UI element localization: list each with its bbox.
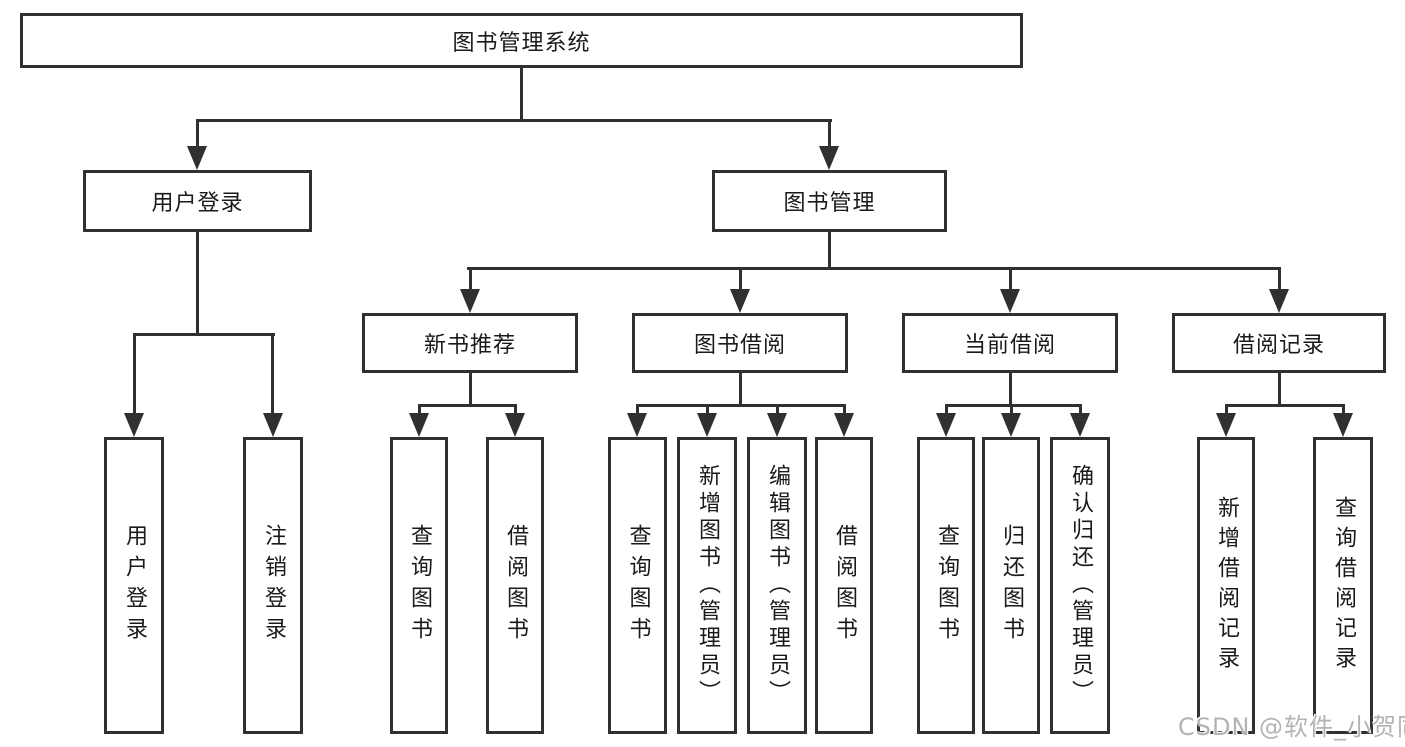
leaf-query-borrow-record: 查询借阅记录 [1313,437,1373,734]
connector-drop-g5-add [1225,404,1228,416]
csdn-watermark: CSDN @软件_小贺同学 [1178,713,1405,741]
connector-drop-g4-confirm [1079,404,1082,416]
leaf-query-books-recommend: 查询图书 [390,437,448,734]
leaf-query-books-current: 查询图书 [917,437,975,734]
arrowhead-g4-query [936,413,956,437]
connector-drop-g3-query [636,404,639,416]
connector-drop-g5-query [1342,404,1345,416]
connector-root-trunk [520,68,523,122]
connector-drop-book-borrow [739,267,742,293]
leaf-logout-label: 注销登录 [261,523,286,648]
node-current-borrow-label: 当前借阅 [963,333,1056,358]
arrowhead-g5-add [1216,413,1236,437]
leaf-edit-book-admin: 编辑图书（管理员） [747,437,807,734]
node-book-borrow-label: 图书借阅 [693,333,786,358]
node-new-book-recommend: 新书推荐 [362,313,578,373]
connector-drop-login-leaf [133,333,136,415]
connector-drop-g3-add [706,404,709,416]
connector-new-book-recommend-trunk [469,373,472,407]
connector-user-login-bar [133,333,275,336]
node-book-borrow: 图书借阅 [632,313,848,373]
connector-drop-user-login [196,119,199,149]
connector-drop-logout-leaf [271,333,274,415]
arrowhead-current-borrow [1000,289,1020,313]
node-new-book-recommend-label: 新书推荐 [423,333,516,358]
leaf-add-book-admin: 新增图书（管理员） [677,437,737,734]
arrowhead-new-book-recommend [460,289,480,313]
arrowhead-g4-return [1001,413,1021,437]
arrowhead-g4-confirm [1070,413,1090,437]
leaf-query-books-borrow-label: 查询图书 [625,523,651,648]
node-current-borrow: 当前借阅 [902,313,1118,373]
connector-borrow-records-bar [1225,404,1345,407]
node-borrow-records-label: 借阅记录 [1232,333,1325,358]
arrowhead-g2-borrow [505,413,525,437]
leaf-borrow-books: 借阅图书 [815,437,873,734]
connector-drop-new-book-recommend [469,267,472,293]
connector-drop-borrow-records [1278,267,1281,293]
arrowhead-logout-leaf [263,413,283,437]
leaf-return-books: 归还图书 [982,437,1040,734]
leaf-query-books-borrow: 查询图书 [608,437,667,734]
leaf-add-borrow-record: 新增借阅记录 [1197,437,1255,734]
leaf-add-book-admin-label: 新增图书（管理员） [695,464,720,707]
connector-drop-g3-edit [776,404,779,416]
node-book-management-label: 图书管理 [783,191,876,216]
node-borrow-records: 借阅记录 [1172,313,1386,373]
connector-drop-book-management [828,119,831,149]
leaf-query-books-current-label: 查询图书 [934,523,959,648]
leaf-edit-book-admin-label: 编辑图书（管理员） [765,464,790,707]
connector-book-borrow-bar [636,404,846,407]
connector-book-management-bar [467,267,1281,270]
arrowhead-g3-query [627,413,647,437]
connector-current-borrow-trunk [1009,373,1012,407]
node-root-label: 图书管理系统 [452,30,591,56]
connector-new-book-recommend-bar [418,404,517,407]
leaf-borrow-books-label: 借阅图书 [832,523,857,648]
leaf-user-login-label: 用户登录 [122,523,147,648]
connector-drop-g4-query [945,404,948,416]
arrowhead-g5-query [1333,413,1353,437]
arrowhead-g3-add [697,413,717,437]
leaf-borrow-books-recommend: 借阅图书 [486,437,544,734]
arrowhead-book-management [819,146,839,170]
connector-drop-g4-return [1010,404,1013,416]
leaf-user-login: 用户登录 [104,437,164,734]
connector-root-bar [196,119,832,122]
leaf-logout: 注销登录 [243,437,303,734]
leaf-borrow-books-recommend-label: 借阅图书 [503,523,528,648]
node-user-login-label: 用户登录 [151,191,244,216]
connector-user-login-trunk [196,232,199,336]
leaf-query-borrow-record-label: 查询借阅记录 [1331,495,1356,676]
arrowhead-user-login [187,146,207,170]
connector-book-borrow-trunk [739,373,742,407]
connector-drop-g3-borrow [843,404,846,416]
connector-drop-current-borrow [1009,267,1012,293]
connector-drop-g2-query [418,404,421,416]
arrowhead-login-leaf [124,413,144,437]
leaf-return-books-label: 归还图书 [999,523,1024,648]
connector-borrow-records-trunk [1278,373,1281,407]
connector-current-borrow-bar [945,404,1082,407]
leaf-add-borrow-record-label: 新增借阅记录 [1214,495,1239,676]
node-book-management: 图书管理 [712,170,947,232]
node-user-login: 用户登录 [83,170,312,232]
arrowhead-g3-edit [767,413,787,437]
arrowhead-g2-query [409,413,429,437]
leaf-query-books-recommend-label: 查询图书 [407,523,432,648]
arrowhead-borrow-records [1269,289,1289,313]
connector-book-management-trunk [828,232,831,270]
connector-drop-g2-borrow [514,404,517,416]
node-root-system: 图书管理系统 [20,13,1023,68]
leaf-confirm-return-admin-label: 确认归还（管理员） [1068,464,1093,707]
arrowhead-g3-borrow [834,413,854,437]
arrowhead-book-borrow [730,289,750,313]
leaf-confirm-return-admin: 确认归还（管理员） [1050,437,1110,734]
